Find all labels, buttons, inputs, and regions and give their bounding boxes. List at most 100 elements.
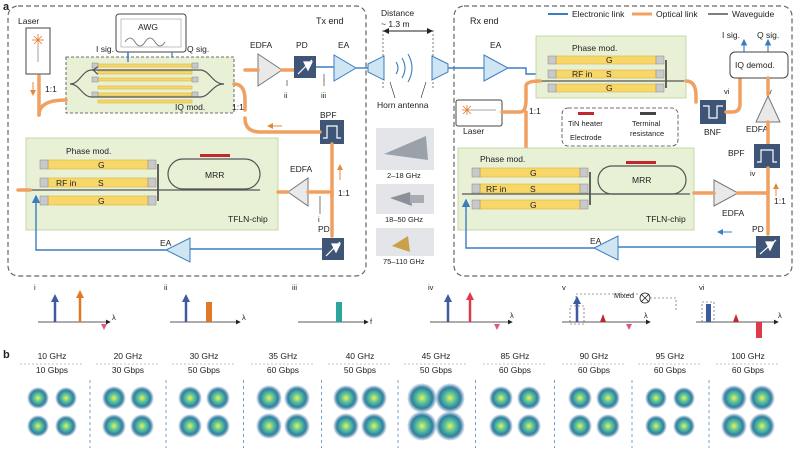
constellation-cluster [361, 385, 387, 411]
constellation-cluster [596, 386, 620, 410]
tx-end: Tx end Laser 1:1 AWG I sig. Q sig. [7, 5, 368, 277]
spectrum-i-id: i [34, 283, 36, 292]
laser-star-icon [462, 105, 472, 115]
legend: Electronic link Optical link Waveguide [548, 9, 774, 19]
tx-edfa-bot-label: EDFA [290, 164, 313, 174]
constellation-cluster [256, 385, 282, 411]
constellation-frequency: 85 GHz [501, 351, 530, 361]
constellation-frequency: 35 GHz [269, 351, 298, 361]
rx-i-sig: I sig. [722, 30, 740, 40]
constellation-cluster [517, 414, 541, 438]
constellation-cluster [749, 413, 775, 439]
constellation-cluster [596, 414, 620, 438]
constellation-rate: 60 Gbps [267, 365, 299, 375]
photodiode-icon [759, 239, 777, 255]
tx-edfa-top-label: EDFA [250, 40, 273, 50]
constellation-frequency: 40 GHz [346, 351, 375, 361]
rx-bpf [754, 144, 780, 168]
rx-boundary [453, 5, 793, 277]
rx-top-electrodes [547, 55, 667, 93]
spectrum-i: i λ [34, 283, 116, 330]
tx-mrr [167, 158, 261, 190]
constellation-cell: 95 GHz 60 Gbps [645, 351, 695, 437]
constellation-cluster [435, 383, 465, 413]
constellation-cluster [435, 411, 465, 441]
spectrum-iii-axis: f [370, 317, 373, 326]
tap-iii: iii [321, 91, 326, 100]
rx-mrr [597, 165, 687, 195]
constellation-cluster [721, 385, 747, 411]
legend-waveguide: Waveguide [732, 9, 774, 19]
rx-laser [455, 99, 503, 127]
constellation-cluster [206, 386, 230, 410]
awg-label: AWG [138, 22, 158, 32]
iq-mod-electrodes [91, 62, 199, 104]
rx-inset-legend [561, 107, 679, 147]
rx-ea-bot-label: EA [590, 236, 602, 246]
rx-phase-mod-top: Phase mod. [572, 43, 617, 53]
tx-pd-top-label: PD [296, 40, 308, 50]
resistance-label: resistance [630, 129, 664, 138]
tx-title: Tx end [316, 16, 344, 26]
constellation-rate: 60 Gbps [654, 365, 686, 375]
spectrum-iv-axis: λ [510, 311, 514, 320]
rx-ratio-2: 1:1 [774, 196, 786, 206]
terminal-resistance-swatch [640, 112, 656, 115]
tx-phase-mod-electrodes [39, 159, 159, 206]
constellation-cell: 85 GHz 60 Gbps [489, 351, 541, 438]
rx-iq-demod-label: IQ demod. [735, 60, 775, 70]
rx-tfln-label: TFLN-chip [646, 214, 686, 224]
tin-heater-label: TiN heater [568, 119, 603, 128]
constellation-frequency: 30 GHz [190, 351, 219, 361]
spectrum-iii-id: iii [292, 283, 297, 292]
constellation-cluster [645, 415, 667, 437]
rx-g-top-1: G [606, 55, 613, 65]
tx-s: S [98, 178, 104, 188]
tap-iv: iv [750, 169, 756, 178]
rx-g-top-2: G [606, 83, 613, 93]
spectrum-iv-id: iv [428, 283, 434, 292]
rx-bnf [700, 100, 726, 124]
wireless-link: Distance ~ 1.3 m Horn antenna 2–18 GHz 1… [367, 8, 449, 266]
constellation-rate: 60 Gbps [499, 365, 531, 375]
spectrum-iii: iii f [292, 283, 373, 326]
legend-electronic: Electronic link [572, 9, 625, 19]
constellation-cluster [130, 386, 154, 410]
rx-rf-in-top: RF in [572, 69, 593, 79]
tx-q-sig: Q sig. [187, 44, 209, 54]
photodiode-icon [297, 59, 313, 75]
tx-ratio-3: 1:1 [338, 188, 350, 198]
tx-ratio-1: 1:1 [45, 84, 57, 94]
rx-bpf-label: BPF [728, 148, 745, 158]
tx-i-sig: I sig. [96, 44, 114, 54]
tx-ea-bot-label: EA [160, 238, 172, 248]
constellation-frequency: 95 GHz [656, 351, 685, 361]
constellation-cluster [102, 386, 126, 410]
constellation-cluster [489, 386, 513, 410]
rx-mrr-heater [626, 161, 656, 164]
rx-title: Rx end [470, 16, 499, 26]
constellation-cluster [102, 414, 126, 438]
tx-rf-in: RF in [56, 178, 77, 188]
tap-ii: ii [284, 91, 288, 100]
constellation-cluster [568, 414, 592, 438]
rx-edfa-bot [713, 179, 740, 207]
spectrum-ii-axis: λ [242, 313, 246, 322]
horn-band-3: 75–110 GHz [383, 257, 425, 266]
constellation-rate: 30 Gbps [112, 365, 144, 375]
constellation-cluster [178, 414, 202, 438]
rx-laser-label: Laser [463, 126, 484, 136]
rx-g-bot-1: G [530, 168, 537, 178]
constellation-cluster [206, 414, 230, 438]
tx-edfa-bot [287, 177, 309, 207]
distance-value: ~ 1.3 m [381, 19, 410, 29]
constellation-cluster [517, 386, 541, 410]
tx-g2: G [98, 196, 105, 206]
tx-g1: G [98, 160, 105, 170]
spectrum-ii-id: ii [164, 283, 168, 292]
